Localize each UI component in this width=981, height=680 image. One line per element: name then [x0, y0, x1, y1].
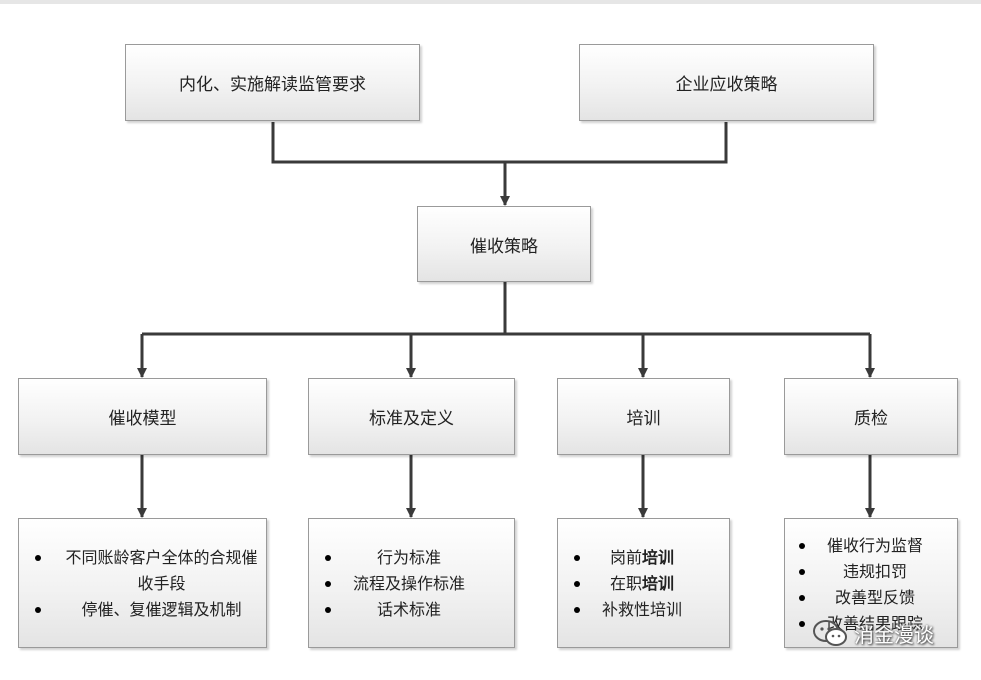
item-text: 岗前 — [609, 548, 642, 567]
wechat-icon — [813, 620, 847, 646]
detail-list: 行为标准 流程及操作标准 话术标准 — [315, 545, 465, 623]
list-item: 话术标准 — [315, 597, 465, 623]
list-item: 岗前培训 — [564, 545, 682, 571]
list-item: 不同账龄客户全体的合规催收手段 — [25, 545, 260, 597]
detail-list: 不同账龄客户全体的合规催收手段 停催、复催逻辑及机制 — [25, 545, 260, 623]
detail-list: 催收行为监督 违规扣罚 改善型反馈 改善结果跟踪 — [789, 533, 923, 637]
list-item: 改善型反馈 — [789, 585, 923, 611]
list-item: 改善结果跟踪 — [789, 611, 923, 637]
detail-standards: 行为标准 流程及操作标准 话术标准 — [308, 518, 515, 648]
watermark-text: 消金漫谈 — [854, 622, 934, 647]
box-training: 培训 — [557, 378, 730, 455]
item-text: 在职 — [609, 574, 642, 593]
box-quality-check: 质检 — [784, 378, 958, 455]
list-item: 催收行为监督 — [789, 533, 923, 559]
box-label: 企业应收策略 — [675, 75, 778, 95]
top-band — [0, 0, 981, 4]
box-label: 催收模型 — [108, 409, 177, 429]
item-text-bold: 培训 — [642, 548, 675, 567]
box-label: 质检 — [854, 409, 888, 429]
box-enterprise-strategy: 企业应收策略 — [579, 44, 874, 121]
detail-training: 岗前培训 在职培训 补救性培训 — [557, 518, 730, 648]
list-item: 行为标准 — [315, 545, 465, 571]
box-label: 催收策略 — [470, 236, 538, 257]
list-item: 在职培训 — [564, 571, 682, 597]
detail-collection-model: 不同账龄客户全体的合规催收手段 停催、复催逻辑及机制 — [18, 518, 267, 648]
detail-quality-check: 催收行为监督 违规扣罚 改善型反馈 改善结果跟踪 — [784, 518, 958, 648]
box-label: 内化、实施解读监管要求 — [179, 75, 366, 95]
box-standards-definitions: 标准及定义 — [308, 378, 515, 455]
list-item: 违规扣罚 — [789, 559, 923, 585]
box-collection-model: 催收模型 — [18, 378, 267, 455]
box-collection-strategy: 催收策略 — [417, 206, 591, 282]
list-item: 停催、复催逻辑及机制 — [25, 597, 260, 623]
watermark: 消金漫谈 — [812, 618, 934, 648]
item-text-bold: 培训 — [642, 574, 675, 593]
list-item: 流程及操作标准 — [315, 571, 465, 597]
box-label: 标准及定义 — [369, 409, 454, 429]
box-regulatory-requirements: 内化、实施解读监管要求 — [125, 44, 420, 121]
box-label: 培训 — [626, 409, 661, 429]
detail-list: 岗前培训 在职培训 补救性培训 — [564, 545, 682, 623]
list-item: 补救性培训 — [564, 597, 682, 623]
connector-top-merge — [271, 122, 728, 164]
